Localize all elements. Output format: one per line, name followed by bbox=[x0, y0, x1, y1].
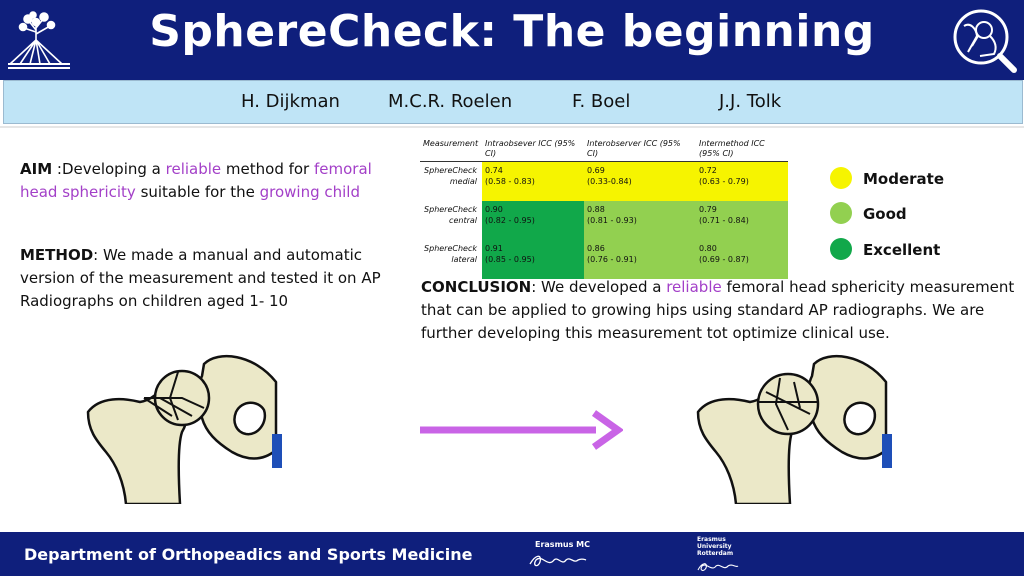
table-header: Interobserver ICC (95% CI) bbox=[584, 137, 696, 162]
divider bbox=[0, 126, 1024, 128]
table-cell: 0.79(0.71 - 0.84) bbox=[696, 200, 788, 240]
aim-text: AIM :Developing a reliable method for fe… bbox=[20, 160, 372, 201]
table-cell: 0.80(0.69 - 0.87) bbox=[696, 239, 788, 279]
icc-table: Measurement Intraobsever ICC (95% CI) In… bbox=[420, 137, 788, 279]
table-header: Intermethod ICC (95% CI) bbox=[696, 137, 788, 162]
legend-label: Excellent bbox=[863, 241, 941, 259]
header-bar: SphereCheck: The beginning bbox=[0, 0, 1024, 80]
legend-dot-moderate bbox=[830, 167, 852, 189]
legend-label: Good bbox=[863, 205, 907, 223]
legend-label: Moderate bbox=[863, 170, 945, 188]
hip-magnifier-icon bbox=[953, 9, 1017, 73]
method-label: METHOD bbox=[20, 246, 94, 264]
author-3: F. Boel bbox=[572, 91, 631, 112]
authors-band: H. Dijkman M.C.R. Roelen F. Boel J.J. To… bbox=[3, 80, 1023, 124]
table-cell: 0.88(0.81 - 0.93) bbox=[584, 200, 696, 240]
author-4: J.J. Tolk bbox=[719, 91, 782, 112]
row-label: SphereCheck medial bbox=[420, 161, 482, 201]
tree-bridge-icon bbox=[8, 11, 70, 69]
page-title: SphereCheck: The beginning bbox=[149, 6, 875, 57]
erasmus-university-logo: Erasmus University Rotterdam bbox=[697, 536, 734, 557]
table-cell: 0.91(0.85 - 0.95) bbox=[482, 239, 584, 279]
table-header: Intraobsever ICC (95% CI) bbox=[482, 137, 584, 162]
right-arrow-icon bbox=[420, 410, 623, 450]
table-row: SphereCheck lateral 0.91(0.85 - 0.95) 0.… bbox=[420, 239, 788, 279]
row-label: SphereCheck lateral bbox=[420, 239, 482, 279]
table-header-row: Measurement Intraobsever ICC (95% CI) In… bbox=[420, 137, 788, 162]
department-name: Department of Orthopeadics and Sports Me… bbox=[24, 545, 473, 564]
hip-illustration-manual bbox=[86, 354, 282, 504]
table-row: SphereCheck central 0.90(0.82 - 0.95) 0.… bbox=[420, 200, 788, 240]
conclusion-label: CONCLUSION bbox=[421, 278, 532, 296]
signature-icon bbox=[697, 563, 739, 571]
erasmus-mc-logo: Erasmus MC bbox=[535, 540, 590, 549]
legend-dot-excellent bbox=[830, 238, 852, 260]
aim-label: AIM bbox=[20, 160, 53, 178]
table-cell: 0.90(0.82 - 0.95) bbox=[482, 200, 584, 240]
table-cell: 0.69(0.33-0.84) bbox=[584, 161, 696, 201]
row-label: SphereCheck central bbox=[420, 200, 482, 240]
table-cell: 0.72(0.63 - 0.79) bbox=[696, 161, 788, 201]
table-row: SphereCheck medial 0.74(0.58 - 0.83) 0.6… bbox=[420, 161, 788, 201]
table-cell: 0.74(0.58 - 0.83) bbox=[482, 161, 584, 201]
conclusion-text: CONCLUSION: We developed a reliable femo… bbox=[421, 278, 1015, 342]
signature-icon bbox=[529, 555, 587, 567]
author-1: H. Dijkman bbox=[241, 91, 340, 112]
footer-bar: Department of Orthopeadics and Sports Me… bbox=[0, 532, 1024, 576]
table-cell: 0.86(0.76 - 0.91) bbox=[584, 239, 696, 279]
table-header: Measurement bbox=[420, 137, 482, 162]
hip-illustration-automatic bbox=[696, 354, 892, 504]
author-2: M.C.R. Roelen bbox=[388, 91, 513, 112]
method-text: METHOD: We made a manual and automatic v… bbox=[20, 246, 381, 310]
legend-dot-good bbox=[830, 202, 852, 224]
